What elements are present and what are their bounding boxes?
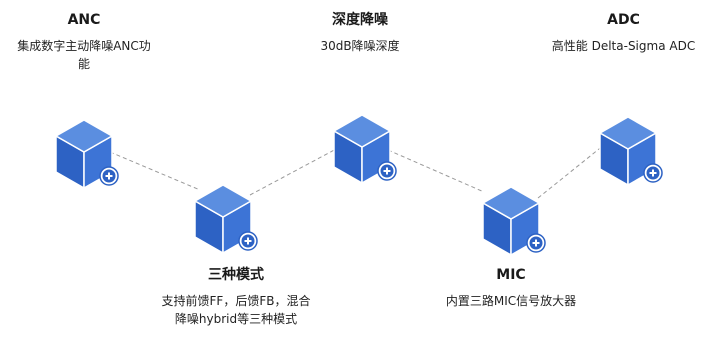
node-title-deep-nr: 深度降噪 <box>332 12 388 28</box>
connector-deep-nr-mic <box>387 149 485 193</box>
node-label-deep-nr: 深度降噪 30dB降噪深度 <box>280 11 440 55</box>
node-title-three-modes: 三种模式 <box>208 267 264 283</box>
add-badge-icon <box>377 161 397 181</box>
connector-mic-adc <box>537 144 605 199</box>
add-badge-icon <box>526 233 546 253</box>
cube-icon-anc <box>55 119 119 189</box>
add-badge-icon <box>99 166 119 186</box>
cube-layer <box>55 114 663 256</box>
cube-icon-adc <box>599 116 663 186</box>
add-badge-icon <box>643 163 663 183</box>
node-description-mic: 内置三路MIC信号放大器 <box>445 294 577 308</box>
node-title-anc: ANC <box>67 12 101 28</box>
cube-icon-mic <box>482 186 546 256</box>
node-title-adc: ADC <box>607 12 640 28</box>
cube-top-face <box>55 119 113 153</box>
node-label-mic: MIC 内置三路MIC信号放大器 <box>416 266 606 310</box>
node-description-anc: 集成数字主动降噪ANC功能 <box>17 39 151 71</box>
connector-lines <box>109 144 605 199</box>
cube-top-face <box>599 116 657 150</box>
node-title-mic: MIC <box>496 267 526 283</box>
cube-icon-deep-nr <box>333 114 397 184</box>
node-label-adc: ADC 高性能 Delta-Sigma ADC <box>540 11 707 55</box>
cube-icon-three-modes <box>194 184 258 254</box>
node-label-anc: ANC 集成数字主动降噪ANC功能 <box>0 11 168 73</box>
cube-top-face <box>194 184 252 218</box>
connector-anc-three-modes <box>109 151 201 191</box>
cube-top-face <box>482 186 540 220</box>
node-label-three-modes: 三种模式 支持前馈FF，后馈FB，混合降噪hybrid等三种模式 <box>136 266 336 328</box>
node-description-deep-nr: 30dB降噪深度 <box>320 39 400 53</box>
cube-top-face <box>333 114 391 148</box>
node-description-three-modes: 支持前馈FF，后馈FB，混合降噪hybrid等三种模式 <box>161 294 311 326</box>
node-description-adc: 高性能 Delta-Sigma ADC <box>551 39 696 53</box>
add-badge-icon <box>238 231 258 251</box>
connector-three-modes-deep-nr <box>249 147 339 196</box>
